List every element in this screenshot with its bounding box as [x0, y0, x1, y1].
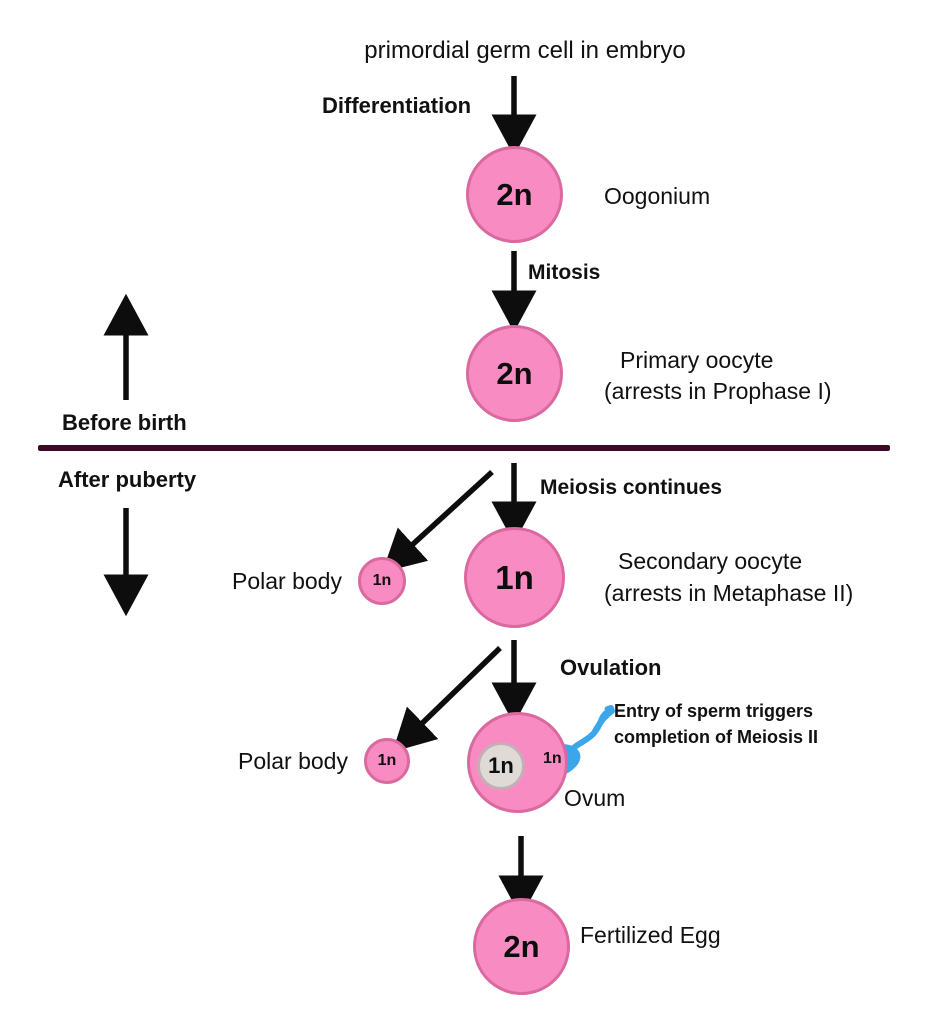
cell-ploidy-label: 2n — [496, 176, 533, 212]
cell-ploidy-label: 1n — [488, 753, 514, 778]
cell-note-secondary-oocyte: (arrests in Metaphase II) — [604, 580, 854, 606]
phase-label-after-puberty: After puberty — [58, 467, 197, 492]
cell-ploidy-label: 1n — [377, 752, 397, 769]
polar-body-2-label: Polar body — [238, 748, 348, 774]
cell-note-primary-oocyte: (arrests in Prophase I) — [604, 378, 832, 404]
cell-label-oogonium: Oogonium — [604, 183, 711, 209]
sperm-ploidy-label: 1n — [543, 750, 562, 767]
step-label-meiosis-continues: Meiosis continues — [540, 476, 723, 499]
cell-secondary-oocyte: 1n — [464, 527, 565, 628]
ovum-nucleus: 1n — [477, 742, 525, 790]
cell-polar-body-2: 1n — [364, 738, 410, 784]
cell-primary-oocyte: 2n — [466, 325, 563, 422]
cell-ploidy-label: 2n — [503, 928, 540, 964]
cell-label-primary-oocyte: Primary oocyte — [620, 347, 774, 373]
sperm-tail-tip-icon — [591, 708, 615, 736]
birth-puberty-divider — [38, 445, 890, 451]
phase-label-before-birth: Before birth — [62, 410, 187, 435]
polar-body-1-label: Polar body — [232, 568, 342, 594]
cell-label-ovum: Ovum — [564, 785, 626, 811]
page-title: primordial germ cell in embryo — [364, 37, 686, 64]
sperm-annotation-line-2: completion of Meiosis II — [614, 727, 819, 747]
cell-fertilized-egg: 2n — [473, 898, 570, 995]
cell-ploidy-label: 1n — [495, 558, 534, 596]
sperm-annotation-line-1: Entry of sperm triggers — [614, 701, 814, 721]
cell-ploidy-label: 1n — [372, 572, 392, 589]
step-label-ovulation: Ovulation — [560, 655, 662, 680]
cell-ploidy-label: 2n — [496, 355, 533, 391]
step-label-differentiation: Differentiation — [322, 93, 472, 118]
cell-label-fertilized-egg: Fertilized Egg — [580, 922, 721, 948]
cell-oogonium: 2n — [466, 146, 563, 243]
cell-polar-body-1: 1n — [358, 557, 406, 605]
cell-label-secondary-oocyte: Secondary oocyte — [618, 548, 803, 574]
step-label-mitosis: Mitosis — [528, 261, 601, 284]
sperm-tail-icon — [563, 705, 615, 758]
